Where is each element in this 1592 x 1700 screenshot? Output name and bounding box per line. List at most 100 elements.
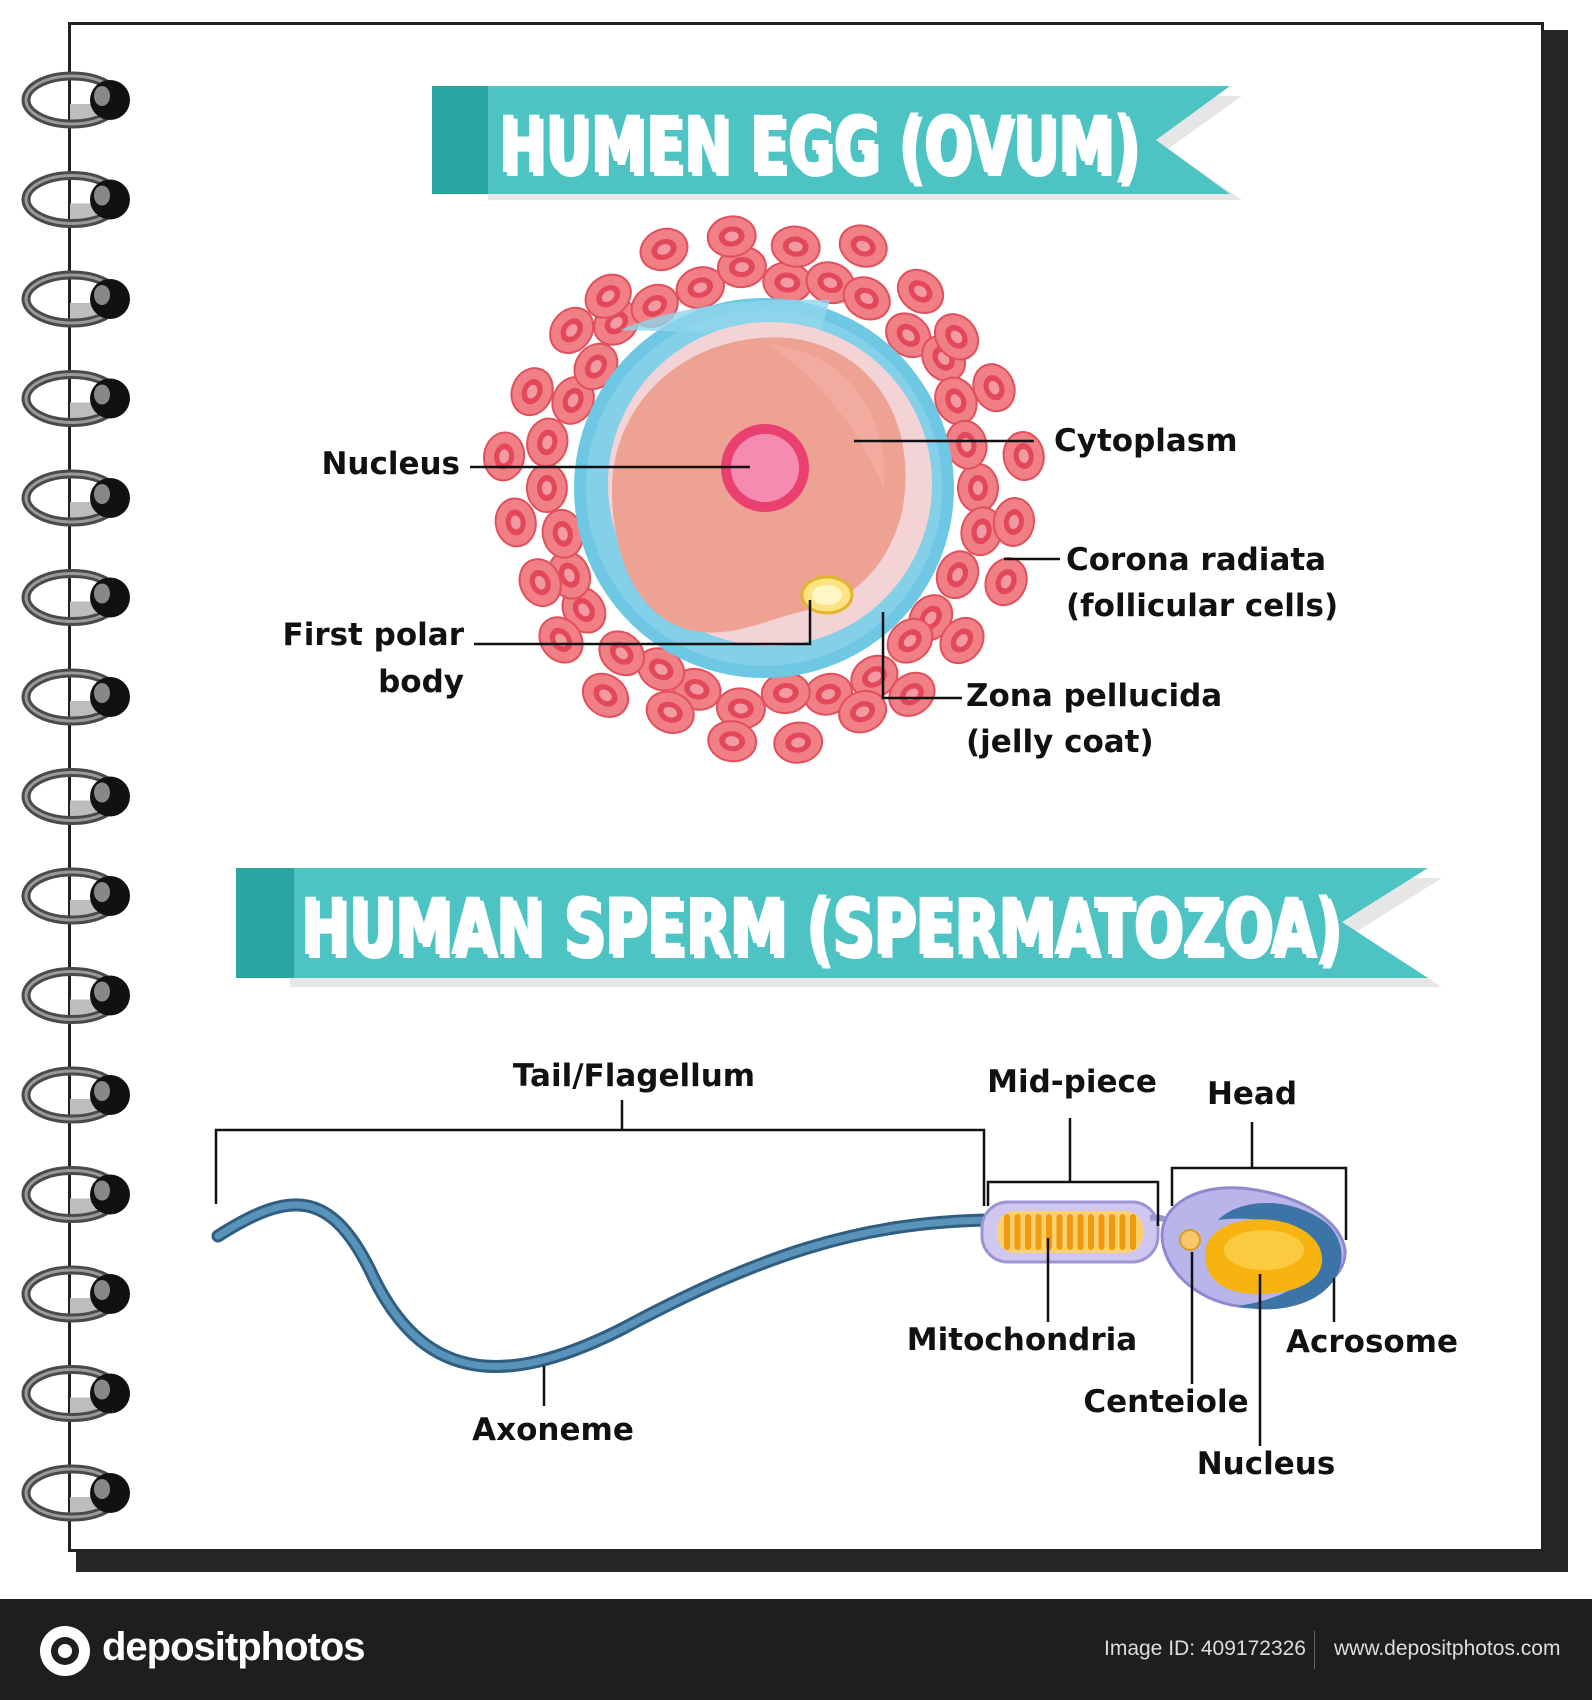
footer-brand: depositphotos — [102, 1625, 366, 1669]
follicular-cell — [886, 617, 934, 664]
follicular-cell — [939, 616, 985, 665]
follicular-cell — [518, 558, 562, 608]
mitochondria-stripe — [1025, 1214, 1031, 1250]
mitochondria-coil — [1004, 1214, 1136, 1250]
label-follicular-cells: (follicular cells) — [1066, 588, 1338, 624]
follicular-cell — [760, 671, 811, 715]
label-corona-radiata: Corona radiata — [1066, 542, 1326, 578]
follicular-cell — [526, 417, 569, 468]
follicular-cell — [706, 215, 757, 258]
follicular-cell — [805, 261, 855, 305]
mitochondria-stripe — [1067, 1214, 1073, 1250]
mitochondria-stripe — [1109, 1214, 1115, 1250]
corona-radiata-cells — [483, 215, 1045, 764]
label-egg-nucleus: Nucleus — [321, 446, 460, 482]
egg-title: HUMEN EGG (OVUM) — [498, 101, 1138, 191]
follicular-cell — [885, 312, 932, 359]
binding-ring — [21, 370, 130, 427]
follicular-cell — [957, 463, 999, 513]
follicular-cell — [770, 225, 821, 268]
follicular-cell — [547, 550, 592, 600]
mitochondria-stripe — [1098, 1214, 1105, 1250]
mitochondria-stripe — [1014, 1214, 1021, 1250]
binding-ring — [21, 668, 130, 726]
follicular-cell — [992, 497, 1035, 547]
follicular-cell — [934, 376, 978, 426]
binding-ring — [21, 1166, 130, 1223]
acrosome — [1218, 1203, 1342, 1310]
binding-ring — [21, 1464, 130, 1522]
follicular-cell — [549, 306, 595, 355]
egg-title: HUMEN EGG (OVUM) — [502, 105, 1142, 195]
binding-ring — [21, 768, 130, 825]
follicular-cell — [838, 690, 888, 734]
label-tail-flagellum: Tail/Flagellum — [513, 1058, 755, 1094]
footer-bar: depositphotos Image ID: 409172326 www.de… — [0, 1599, 1592, 1700]
binding-ring — [21, 469, 130, 527]
follicular-cell — [645, 690, 695, 734]
sperm-title: HUMAN SPERM (SPERMATOZOA) — [304, 887, 1344, 977]
binding-ring — [21, 1066, 130, 1124]
label-axoneme: Axoneme — [472, 1412, 634, 1448]
label-polar-body: body — [378, 664, 464, 700]
sperm-title-banner: HUMAN SPERM (SPERMATOZOA) HUMAN SPERM (S… — [236, 868, 1442, 987]
label-acrosome: Acrosome — [1286, 1324, 1458, 1360]
binding-ring — [21, 1365, 130, 1422]
follicular-cell — [1002, 431, 1045, 481]
binding-ring — [21, 270, 130, 328]
follicular-cell — [510, 367, 554, 417]
binding-ring — [21, 71, 130, 129]
mitochondria-stripe — [1088, 1214, 1094, 1250]
label-zona-pellucida: Zona pellucida — [966, 678, 1222, 714]
footer-image-id: Image ID: 409172326 — [1104, 1637, 1306, 1660]
follicular-cell — [598, 630, 645, 677]
follicular-cell — [972, 363, 1016, 413]
follicular-cell — [935, 550, 980, 600]
follicular-cell — [803, 672, 853, 716]
spiral-binding — [21, 71, 130, 1522]
label-jelly-coat: (jelly coat) — [966, 724, 1154, 760]
binding-ring — [21, 1265, 130, 1323]
mitochondria-stripe — [1119, 1214, 1126, 1250]
camera-logo-icon — [40, 1626, 90, 1676]
follicular-cell — [933, 313, 980, 361]
mitochondria-stripe — [1035, 1214, 1042, 1250]
follicular-cell — [850, 654, 899, 699]
label-sperm-nucleus: Nucleus — [1197, 1446, 1336, 1482]
label-mitochondria: Mitochondria — [907, 1322, 1137, 1358]
follicular-cell — [773, 721, 824, 764]
follicular-cell — [639, 227, 689, 272]
egg-title-banner: HUMEN EGG (OVUM) HUMEN EGG (OVUM) — [432, 86, 1242, 200]
label-mid-piece: Mid-piece — [987, 1064, 1157, 1100]
follicular-cell — [842, 276, 891, 321]
binding-ring — [21, 569, 130, 626]
follicular-cell — [715, 687, 766, 730]
binding-ring — [21, 867, 130, 925]
follicular-cell — [581, 672, 630, 718]
mitochondria-stripe — [1056, 1214, 1063, 1250]
mitochondria-stripe — [1077, 1214, 1084, 1250]
label-head: Head — [1207, 1076, 1297, 1112]
follicular-cell — [584, 273, 632, 319]
label-centriole: Centeiole — [1083, 1384, 1248, 1420]
follicular-cell — [525, 463, 568, 513]
follicular-cell — [838, 224, 888, 268]
ovum — [483, 215, 1045, 764]
follicular-cell — [538, 616, 584, 664]
binding-ring — [21, 171, 130, 228]
follicular-cell — [483, 431, 526, 482]
follicular-cell — [675, 266, 725, 310]
footer-divider — [1314, 1631, 1315, 1669]
label-cytoplasm: Cytoplasm — [1054, 423, 1238, 459]
follicular-cell — [707, 720, 758, 763]
footer-url: www.depositphotos.com — [1334, 1637, 1561, 1660]
diagram: HUMEN EGG (OVUM) HUMEN EGG (OVUM) Nucleu… — [21, 71, 1458, 1522]
mitochondria-stripe — [1004, 1214, 1010, 1250]
label-first-polar: First polar — [283, 617, 465, 653]
follicular-cell — [494, 497, 537, 548]
follicular-cell — [896, 268, 945, 314]
follicular-cell — [984, 557, 1028, 607]
sperm-title: HUMAN SPERM (SPERMATOZOA) — [300, 883, 1340, 973]
binding-ring — [21, 967, 130, 1024]
centriole — [1179, 1229, 1201, 1251]
